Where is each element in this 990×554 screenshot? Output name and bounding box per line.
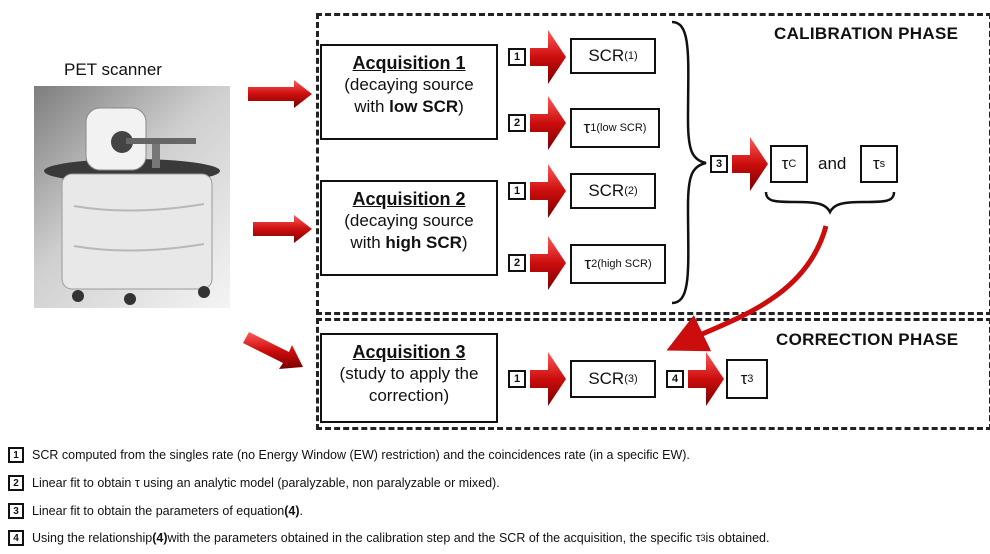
- acquisition-3-line2: correction): [368, 386, 450, 405]
- scr2-box: SCR(2): [570, 173, 656, 209]
- curved-red-arrow: [666, 225, 829, 352]
- acquisition-1-title: Acquisition 1: [352, 53, 466, 73]
- legend-text-3-bold: (4): [284, 504, 300, 518]
- legend-text-1: SCR computed from the singles rate (no E…: [32, 448, 690, 462]
- legend-item-3: 3 Linear fit to obtain the parameters of…: [8, 503, 303, 519]
- step-arrow-2b: [530, 236, 566, 290]
- calibration-phase-title: CALIBRATION PHASE: [774, 24, 959, 43]
- legend-text-4-post: with the parameters obtained in the cali…: [167, 531, 701, 545]
- legend-num-2: 2: [8, 475, 24, 491]
- acquisition-2-title: Acquisition 2: [352, 189, 466, 209]
- tau1-sub: 1(low SCR): [590, 122, 647, 134]
- tau2-sub: 2(high SCR): [591, 258, 652, 270]
- acquisition-1-line2-pre: with: [354, 97, 390, 116]
- acquisition-2-line2-post: ): [461, 233, 468, 252]
- acquisition-2-line1: (decaying source: [344, 211, 474, 230]
- scr2-sub: (2): [624, 185, 638, 197]
- legend-item-4: 4 Using the relationship (4) with the pa…: [8, 530, 769, 546]
- pet-scanner-label: PET scanner: [64, 60, 162, 79]
- scr1-base: SCR: [588, 46, 625, 65]
- taus-base: τ: [872, 154, 880, 173]
- and-text: and: [818, 154, 847, 173]
- step-arrow-1b: [530, 164, 566, 218]
- legend-text-4-tail: is obtained.: [705, 531, 770, 545]
- step-arrow-3: [732, 137, 768, 191]
- step-badge-1a: 1: [508, 48, 526, 66]
- step-arrow-1c: [530, 352, 566, 406]
- step-arrow-1a: [530, 30, 566, 84]
- tau3-base: τ: [740, 369, 748, 388]
- step-badge-2a: 2: [508, 114, 526, 132]
- scr1-sub: (1): [624, 50, 638, 62]
- acquisition-2-box: Acquisition 2 (decaying source with high…: [320, 180, 498, 276]
- scr1-box: SCR(1): [570, 38, 656, 74]
- tau3-sub: 3: [747, 373, 754, 385]
- acquisition-3-box: Acquisition 3 (study to apply the correc…: [320, 333, 498, 423]
- arrow-to-acq1: [248, 80, 312, 108]
- step-badge-3: 3: [710, 155, 728, 173]
- pet-scanner-drawing: [44, 107, 220, 305]
- legend-item-1: 1 SCR computed from the singles rate (no…: [8, 447, 690, 463]
- legend-num-1: 1: [8, 447, 24, 463]
- tauc-base: τ: [781, 154, 789, 173]
- step-arrow-4: [688, 352, 724, 406]
- calibration-brace: [671, 20, 707, 305]
- tau-brace: [764, 191, 896, 215]
- tauc-sub: C: [788, 158, 797, 170]
- taus-sub: s: [879, 158, 886, 170]
- arrow-to-acq2: [253, 215, 312, 243]
- acquisition-2-line2-bold: high SCR: [385, 233, 462, 252]
- legend-text-3-pre: Linear fit to obtain the parameters of e…: [32, 504, 285, 518]
- correction-phase-title: CORRECTION PHASE: [776, 330, 959, 349]
- scr3-sub: (3): [624, 373, 638, 385]
- legend-num-3: 3: [8, 503, 24, 519]
- acquisition-1-box: Acquisition 1 (decaying source with low …: [320, 44, 498, 140]
- pet-scanner-image: [34, 86, 230, 308]
- legend-text-3-post: .: [299, 504, 304, 518]
- legend-item-2: 2 Linear fit to obtain τ using an analyt…: [8, 475, 500, 491]
- tau2-base: τ: [584, 254, 592, 273]
- acquisition-2-line2-pre: with: [350, 233, 386, 252]
- tau1-base: τ: [583, 118, 591, 137]
- acquisition-1-line1: (decaying source: [344, 75, 474, 94]
- legend-text-2: Linear fit to obtain τ using an analytic…: [32, 476, 500, 490]
- acquisition-1-line2-post: ): [458, 97, 464, 116]
- acquisition-1-line2-bold: low SCR: [389, 97, 459, 116]
- legend-text-4-sub: 3: [700, 533, 706, 543]
- step-badge-2b: 2: [508, 254, 526, 272]
- acquisition-3-line1: (study to apply the: [339, 364, 479, 383]
- step-badge-1b: 1: [508, 182, 526, 200]
- scr3-box: SCR(3): [570, 360, 656, 398]
- legend-text-4-bold: (4): [152, 531, 168, 545]
- step-badge-4: 4: [666, 370, 684, 388]
- step-arrow-2a: [530, 96, 566, 150]
- arrow-to-acq3: [243, 332, 303, 369]
- scr2-base: SCR: [588, 181, 625, 200]
- acquisition-3-title: Acquisition 3: [352, 342, 466, 362]
- step-badge-1c: 1: [508, 370, 526, 388]
- scr3-base: SCR: [588, 369, 625, 388]
- legend-num-4: 4: [8, 530, 24, 546]
- legend-text-4-pre: Using the relationship: [32, 531, 153, 545]
